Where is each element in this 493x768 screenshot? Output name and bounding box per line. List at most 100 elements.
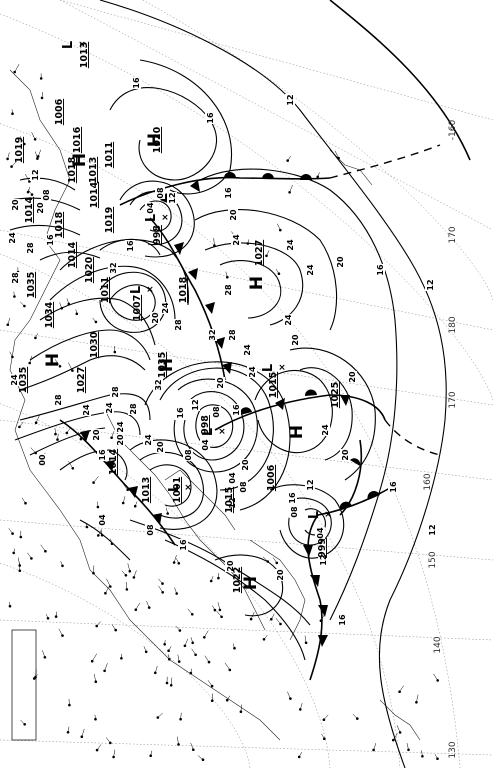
isobar-label: 20 [276,569,285,581]
central-pressure-label: 1013 [141,477,152,503]
wind-barb [262,556,268,562]
wind-barb [96,744,102,751]
isobar-label: 20 [226,560,235,572]
isobar-label: 04 [228,472,237,484]
isobar-label-bg [287,492,297,504]
wind-barb [323,714,329,720]
isobar-label-bg [128,403,138,415]
wind-barb [93,476,99,483]
station-marker [398,731,402,734]
isobar-label-bg [223,284,233,296]
wind-barb [35,414,40,423]
isobar-label-bg [167,192,177,204]
isobar-label-bg [108,262,118,274]
high-pressure-center: H [241,576,261,590]
central-pressure-label: 1014 [24,196,35,223]
high-pressure-center: H [70,153,90,167]
isobar-label: 32 [154,379,163,390]
isobar-label: 12 [168,192,177,203]
isobar-label-bg [228,209,238,221]
wind-barb [106,737,111,744]
isobar-label-bg [425,279,435,291]
isobar-label-bg [110,386,120,398]
wind-barb [298,751,303,758]
wind-barb [7,317,11,325]
wind-barb [123,484,128,490]
isobar-label-bg [285,239,295,251]
wind-barb [134,501,138,507]
wind-barb [191,648,196,655]
station-marker [11,355,14,359]
isobar-label-bg [190,399,200,411]
central-pressure-label: 1018 [67,156,78,183]
central-pressure-label: 1020 [152,126,163,153]
isobar-label: 24 [306,264,315,276]
central-pressure-label: 1007 [132,295,143,321]
central-pressure-label: 1013 [88,157,99,183]
isobar-label: 04 [98,514,107,526]
wind-barb [275,617,281,625]
isobar-label-bg [290,334,300,346]
central-pressure-label: 1035 [26,272,37,298]
high-pressure-center: H [247,276,267,290]
wind-barb [406,743,409,750]
wind-barb [317,172,320,177]
wind-barb [266,250,270,256]
wind-barb [158,585,163,593]
wind-barb [93,673,97,682]
isobar-label: 28 [174,319,183,331]
wind-barb [37,149,42,157]
isobar-label-bg [227,329,237,341]
wind-barb [150,750,153,756]
wind-barb [180,712,182,720]
wind-barb [40,544,46,552]
isobar-label-bg [205,112,215,124]
wind-barb [170,677,173,686]
high-pressure-center: H [157,358,177,372]
isobar-label: 28 [129,403,138,415]
wind-barb [277,223,281,231]
isobar-label-bg [315,527,325,539]
central-pressure-label: 1014 [67,241,78,268]
isobar-label: 24 [284,314,293,326]
station-marker [79,437,83,441]
isobar-label: 16 [179,539,188,551]
low-center-cross: × [218,427,226,437]
wind-barb [190,637,193,643]
occluded-front [214,394,386,431]
low-pressure-center: L [129,286,144,294]
low-pressure-center: L [167,484,182,492]
warm-front-south [317,484,396,516]
wind-barb [204,655,210,663]
wind-barb [334,150,339,159]
wind-barb [111,431,115,438]
wind-barb [31,132,36,140]
isobar-label-bg [97,449,107,461]
isobar-label-bg [207,329,217,341]
wind-barb [433,673,438,681]
isobar-label-bg [225,560,235,572]
wind-barb [66,428,71,434]
wind-barb [135,602,141,610]
low-center-cross: × [146,285,154,295]
isobar-label-bg [143,434,153,446]
wind-barb [158,578,163,584]
isobar-label: 28 [111,386,120,398]
wind-barb [176,558,180,564]
isobar-label: 16 [46,234,55,246]
wind-barb [217,602,221,610]
isobar-label-bg [160,302,170,314]
wind-barb [105,586,110,594]
wind-barb [81,728,85,737]
isobar-label: 08 [290,506,299,518]
wind-barb [11,109,13,114]
wind-barb [30,447,36,454]
wind-barb [240,704,242,712]
central-pressure-label: 998 [200,415,211,435]
wind-barb [174,587,177,594]
central-pressure-label: 1001 [172,477,183,503]
wind-barb [225,271,228,278]
